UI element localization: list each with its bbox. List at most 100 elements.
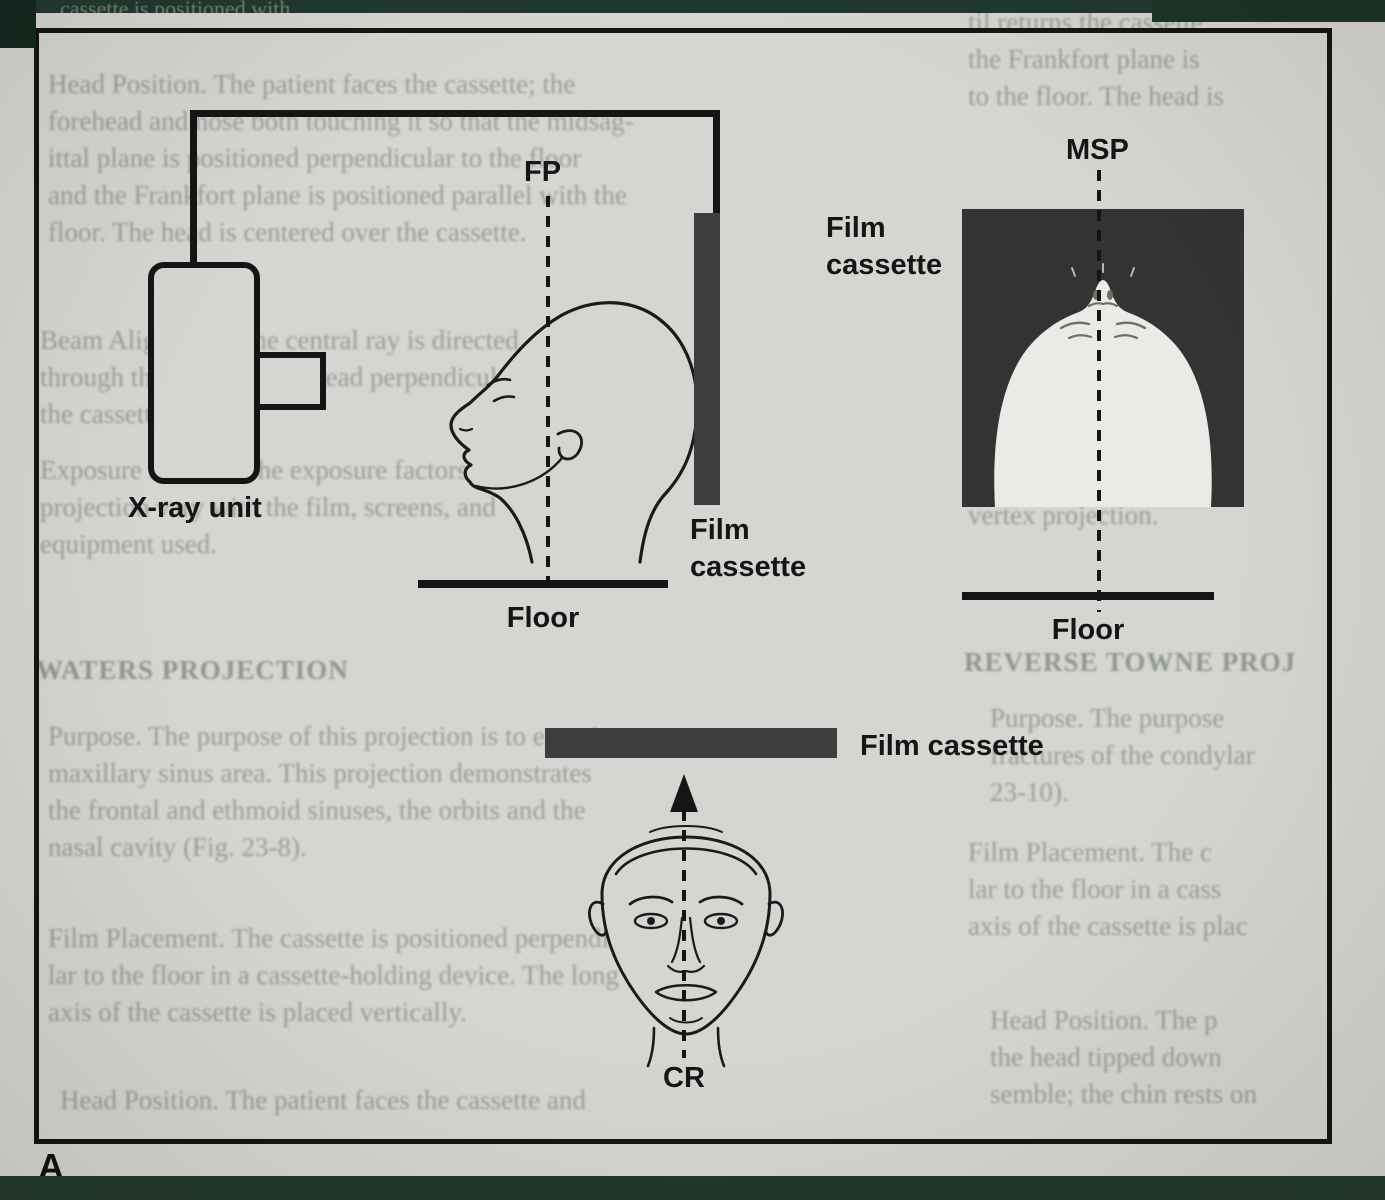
left-eye [633,912,669,930]
bleed-line: to the floor. The head is [968,81,1224,111]
bleed-line: fractures of the condylar [990,740,1255,770]
bleed-line: floor. The head is centered over the cas… [48,217,527,247]
bleed-line: the head tipped down [990,1042,1222,1072]
frontal-head-illustration [588,825,784,1068]
bleed-line: axis of the cassette is placed verticall… [48,997,467,1027]
cr-label: CR [663,1062,705,1094]
bleed-line: the frontal and ethmoid sinuses, the orb… [48,795,586,825]
film-cassette-label-line1: Film [826,212,886,244]
scan-band-bottom [0,1176,1385,1200]
nose-right-line [688,916,702,964]
right-eye [703,912,739,930]
lower-lip [654,990,718,1002]
nose-underside [1087,302,1119,308]
bleed-line: lar to the floor in a cass [968,874,1222,904]
hair-top-stroke [649,825,723,833]
bleed-line: and the Frankfort plane is positioned pa… [48,180,627,210]
film-cassette-label-frontal: Film cassette [860,730,1044,762]
bleed-line: Head Position. The p [990,1005,1218,1035]
head-fill [602,837,770,1034]
bleed-paragraph: Film Placement. The cassette is position… [48,920,644,1031]
bleed-line: Film Placement. The c [968,837,1212,867]
film-cassette-label-vertex: Film cassette [826,210,942,284]
msp-dashed-line [1097,170,1101,612]
bleed-line: equipment used. [40,529,217,559]
bleed-line: Film Placement. The cassette is position… [48,923,644,953]
scan-band-top-left-corner [0,0,36,48]
right-eyebrow [1115,321,1147,330]
bleed-paragraph: Head Position. The patient faces the cas… [60,1082,586,1119]
eyebrow-line [486,377,512,387]
scan-band-top-text: cassette is positioned with [60,0,291,13]
upper-lip [654,984,718,994]
bleed-line: semble; the chin rests on [990,1079,1257,1109]
msp-label: MSP [1066,134,1129,166]
bleed-line: lar to the floor in a cassette-holding d… [48,960,619,990]
left-ear [588,900,608,937]
right-eyebrow [698,895,744,906]
scan-band-top: cassette is positioned with [0,0,1385,13]
left-eyebrow [628,895,674,906]
bleed-line: nasal cavity (Fig. 23-8). [48,832,307,862]
eye-line [492,395,516,403]
bleed-line: Head Position. The patient faces the cas… [60,1085,586,1115]
floor-label-lateral: Floor [506,602,580,634]
floor-line-lateral [418,580,668,588]
film-cassette-bar-frontal [545,728,837,758]
nose-base-line [458,427,474,432]
lateral-head-illustration [449,301,699,564]
ear-shape [556,429,584,461]
bleed-paragraph: Purpose. The purpose fractures of the con… [990,700,1255,811]
head-silhouette [994,280,1212,507]
head-outline [600,835,772,1036]
film-cassette-label-line2: cassette [690,551,807,583]
bleed-line: the Frankfort plane is [968,44,1200,74]
hairline [614,847,758,876]
fp-label: FP [524,156,562,188]
right-eye [1113,334,1139,340]
floor-label-vertex: Floor [1051,614,1125,646]
left-neck-line [646,1026,656,1068]
jaw-line [474,456,564,490]
xray-arm-vertical-left [190,110,197,268]
left-pupil [647,917,655,925]
xray-unit-body [148,262,260,484]
bleed-line: 23-10). [990,777,1069,807]
film-cassette-bar-lateral [694,213,720,505]
bleed-line: projection vary with the film, screens, … [40,492,496,522]
floor-line-vertex [962,592,1214,600]
bleed-line: Purpose. The purpose of this projection … [48,721,625,751]
bleed-paragraph: Film Placement. The c lar to the floor in… [968,834,1248,945]
xray-arm-vertical-right [713,110,720,216]
bleed-line: Beam Alignment. The central ray is direc… [40,325,519,355]
xray-unit-collimator [254,352,326,410]
film-cassette-label-lateral: Film cassette [690,512,806,586]
right-ear [764,900,784,937]
bleed-line: forehead and nose both touching it so th… [48,106,634,136]
right-neck-line [716,1026,726,1068]
fp-dashed-line [546,196,550,584]
bleed-line: Head Position. The patient faces the cas… [48,69,576,99]
bleed-paragraph: Purpose. The purpose of this projection … [48,718,624,866]
film-cassette-label-line1: Film [690,514,750,546]
left-eye [1067,334,1093,340]
xray-unit-label: X-ray unit [128,492,262,524]
xray-arm-horizontal [190,110,720,117]
bleed-line: axis of the cassette is plac [968,911,1248,941]
cr-arrowhead-icon [670,774,698,812]
bleed-line: maxillary sinus area. This projection de… [48,758,592,788]
hair-wisp-right [1130,267,1135,277]
bleed-line: Purpose. The purpose [990,703,1225,733]
hair-wisp-left [1071,267,1076,277]
left-eyebrow [1059,321,1091,330]
nose-left-line [670,916,684,964]
right-pupil [717,917,725,925]
bleed-heading: WATERS PROJECTION [36,655,349,685]
bleed-paragraph: Head Position. The p the head tipped down… [990,1002,1257,1113]
scan-band-top-right [1152,0,1385,22]
right-nostril [1107,290,1113,300]
cr-dashed-line [682,810,686,1058]
chin-crease [669,1017,703,1024]
bleed-line: ittal plane is positioned perpendicular … [48,143,582,173]
